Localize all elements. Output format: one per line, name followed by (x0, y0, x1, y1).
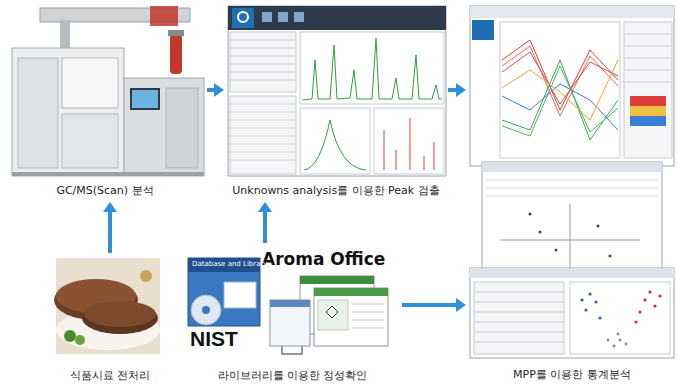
gcms-instrument (12, 6, 204, 176)
flow-arrow (207, 83, 224, 97)
figure-panel: 식품시료 전처리 (40, 255, 180, 385)
caption-text: 라이브러리를 이용한 정성확인 (218, 369, 368, 382)
food-sample (54, 258, 160, 354)
caption-text: 식품시료 전처리 (70, 369, 151, 382)
caption-box: Unknowns analysis를 이용한 Peak 검출 (226, 179, 446, 198)
library-package (188, 258, 388, 354)
caption-box: GC/MS(Scan) 분석 (5, 179, 205, 198)
caption-box: MPP를 이용한 통계분석 (468, 363, 676, 382)
caption-text: Unknowns analysis를 이용한 Peak 검출 (232, 184, 439, 197)
flow-arrow (103, 202, 117, 253)
flow-arrow (258, 202, 272, 243)
figure-panel: Unknowns analysis를 이용한 Peak 검출 (226, 4, 446, 200)
image-label: Database and Library (192, 260, 268, 268)
image-label: NIST (190, 327, 238, 351)
unknowns-screenshot (228, 6, 446, 176)
image-label: Aroma Office (262, 249, 385, 269)
caption-box: 식품시료 전처리 (40, 364, 180, 383)
caption-box: 라이브러리를 이용한 정성확인 (185, 364, 400, 383)
caption-text: GC/MS(Scan) 분석 (56, 184, 153, 197)
flow-arrow (402, 298, 466, 312)
figure-panel: MPP를 이용한 통계분석 (468, 4, 676, 384)
mpp-screenshots (470, 6, 674, 358)
caption-text: MPP를 이용한 통계분석 (513, 368, 631, 381)
figure-panel: GC/MS(Scan) 분석 (5, 4, 205, 200)
flow-arrow (448, 83, 466, 97)
